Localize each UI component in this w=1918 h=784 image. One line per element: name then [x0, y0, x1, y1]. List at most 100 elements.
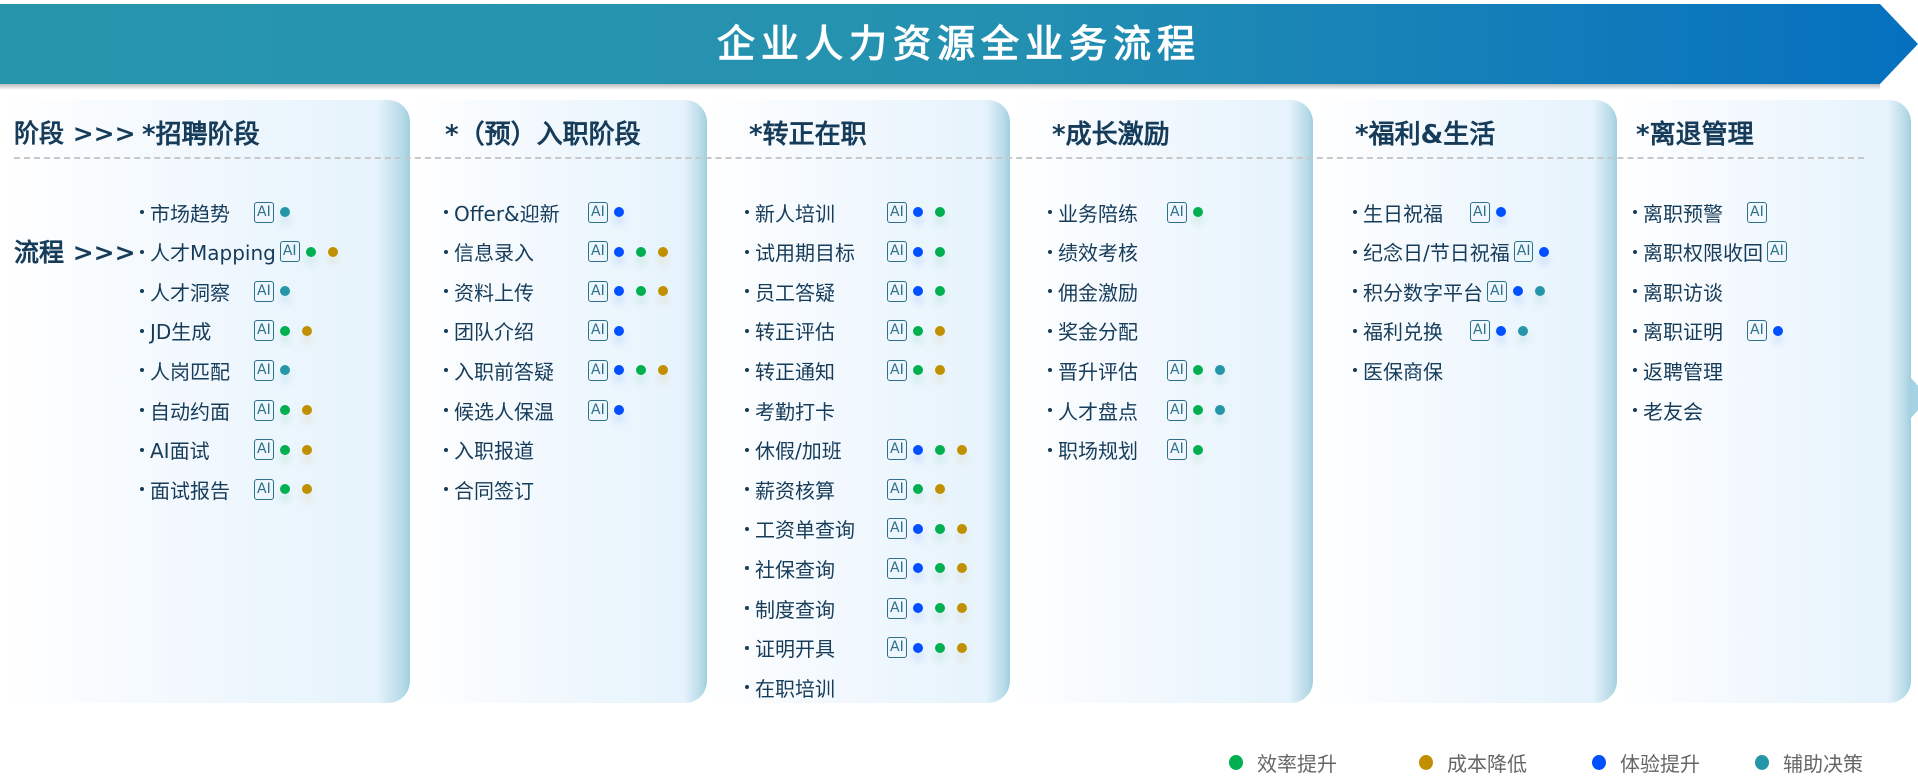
process-item-label: 人才洞察: [150, 280, 230, 305]
process-item: 晋升评估 AI: [1048, 355, 1237, 385]
tag-dot-gold-icon: [327, 246, 338, 257]
process-item-label: 纪念日/节日祝福: [1363, 241, 1510, 266]
tag-dot-green-icon: [934, 642, 945, 653]
stage-panel: [1617, 100, 1911, 703]
tag-dot-green-icon: [912, 365, 923, 376]
process-item: 转正通知 AI: [745, 355, 957, 385]
process-item-label: Offer&迎新: [454, 201, 560, 226]
tag-dot-green-icon: [934, 286, 945, 297]
tag-dot-blue-icon: [613, 405, 624, 415]
stage-header: *福利&生活: [1355, 120, 1496, 150]
process-item-label: 业务陪练: [1058, 201, 1138, 226]
tag-dot-green-icon: [934, 603, 945, 613]
process-item-label: 团队介绍: [454, 320, 534, 345]
page-title: 企业人力资源全业务流程: [716, 22, 1201, 66]
tag-dot-gold-icon: [657, 365, 668, 376]
process-item-label: 入职前答疑: [454, 359, 554, 384]
process-item-label: 薪资核算: [755, 478, 835, 503]
stage-panel: [707, 100, 1010, 703]
tag-dot-green-icon: [934, 246, 945, 257]
ai-badge-icon: AI: [887, 320, 907, 342]
tag-dot-green-icon: [635, 246, 646, 257]
bullet-icon: [1633, 328, 1637, 333]
process-item-label: 在职培训: [755, 676, 835, 701]
bullet-icon: [444, 328, 448, 333]
tag-dot-green-icon: [912, 484, 923, 495]
bullet-icon: [1048, 289, 1052, 294]
ai-badge-icon: AI: [1470, 320, 1490, 342]
tag-dot-teal-icon: [279, 365, 290, 376]
process-item-label: 离职证明: [1643, 320, 1723, 345]
tag-dot-green-icon: [635, 286, 646, 297]
tag-dot-blue-icon: [613, 365, 624, 376]
process-item-label: 工资单查询: [755, 518, 855, 543]
ai-badge-icon: AI: [588, 280, 608, 302]
process-item-label: 转正评估: [755, 320, 835, 345]
tag-dot-gold-icon: [956, 603, 967, 613]
process-item: 转正评估 AI: [745, 316, 957, 346]
ai-badge-icon: AI: [887, 557, 907, 579]
process-item-label: 佣金激励: [1058, 280, 1138, 305]
process-item-label: 奖金分配: [1058, 320, 1138, 345]
process-item-label: 社保查询: [755, 557, 835, 582]
bullet-icon: [1633, 368, 1637, 373]
stage-header: *招聘阶段: [142, 120, 260, 150]
tag-dot-blue-icon: [1512, 286, 1523, 297]
tag-dot-gold-icon: [956, 642, 967, 653]
tag-dot-green-icon: [635, 365, 646, 376]
ai-badge-icon: AI: [1747, 201, 1767, 223]
process-item: 绩效考核: [1048, 237, 1163, 267]
process-item-label: 转正通知: [755, 359, 835, 384]
legend-label: 辅助决策: [1783, 752, 1863, 776]
ai-badge-icon: AI: [254, 478, 274, 500]
tag-dot-gold-icon: [301, 444, 312, 455]
tag-dot-blue-icon: [912, 523, 923, 534]
tag-dot-blue-icon: [1539, 246, 1550, 257]
tag-dot-blue-icon: [613, 207, 624, 217]
tag-dot-green-icon: [934, 207, 945, 217]
bullet-icon: [745, 368, 749, 373]
tag-dot-green-icon: [279, 484, 290, 495]
process-item-label: 休假/加班: [755, 439, 842, 464]
ai-badge-icon: AI: [279, 241, 300, 263]
process-item-label: 入职报道: [454, 439, 534, 464]
tag-dot-gold-icon: [301, 405, 312, 415]
tag-dot-green-icon: [934, 444, 945, 455]
legend-item: 辅助决策: [1755, 748, 1863, 777]
bullet-icon: [1048, 328, 1052, 333]
tag-dot-green-icon: [279, 444, 290, 455]
ai-badge-icon: AI: [887, 359, 907, 381]
arrow-notch-icon: [1911, 378, 1918, 418]
legend-item: 体验提升: [1592, 748, 1700, 777]
tag-dot-green-icon: [934, 523, 945, 534]
tag-dot-gold-icon: [956, 523, 967, 534]
tag-dot-blue-icon: [613, 246, 624, 257]
process-item-label: 离职权限收回: [1643, 241, 1763, 266]
bullet-icon: [140, 249, 144, 254]
process-item-label: 制度查询: [755, 597, 835, 622]
process-item-label: 人才盘点: [1058, 399, 1138, 424]
tag-dot-gold-icon: [301, 484, 312, 495]
bullet-icon: [140, 487, 144, 492]
ai-badge-icon: AI: [1167, 359, 1187, 381]
tag-dot-blue-icon: [1772, 325, 1783, 336]
tag-dot-blue-icon: [912, 246, 923, 257]
process-item-label: 晋升评估: [1058, 359, 1138, 384]
bullet-icon: [1633, 249, 1637, 254]
ai-badge-icon: AI: [1167, 201, 1187, 223]
stage-panel: [1313, 100, 1617, 703]
process-item: 业务陪练 AI: [1048, 197, 1215, 227]
tag-dot-green-icon: [1192, 207, 1203, 217]
process-item-label: 试用期目标: [755, 241, 855, 266]
process-item: 在职培训: [745, 672, 883, 702]
tag-dot-teal-icon: [279, 207, 290, 217]
ai-badge-icon: AI: [1513, 241, 1534, 263]
